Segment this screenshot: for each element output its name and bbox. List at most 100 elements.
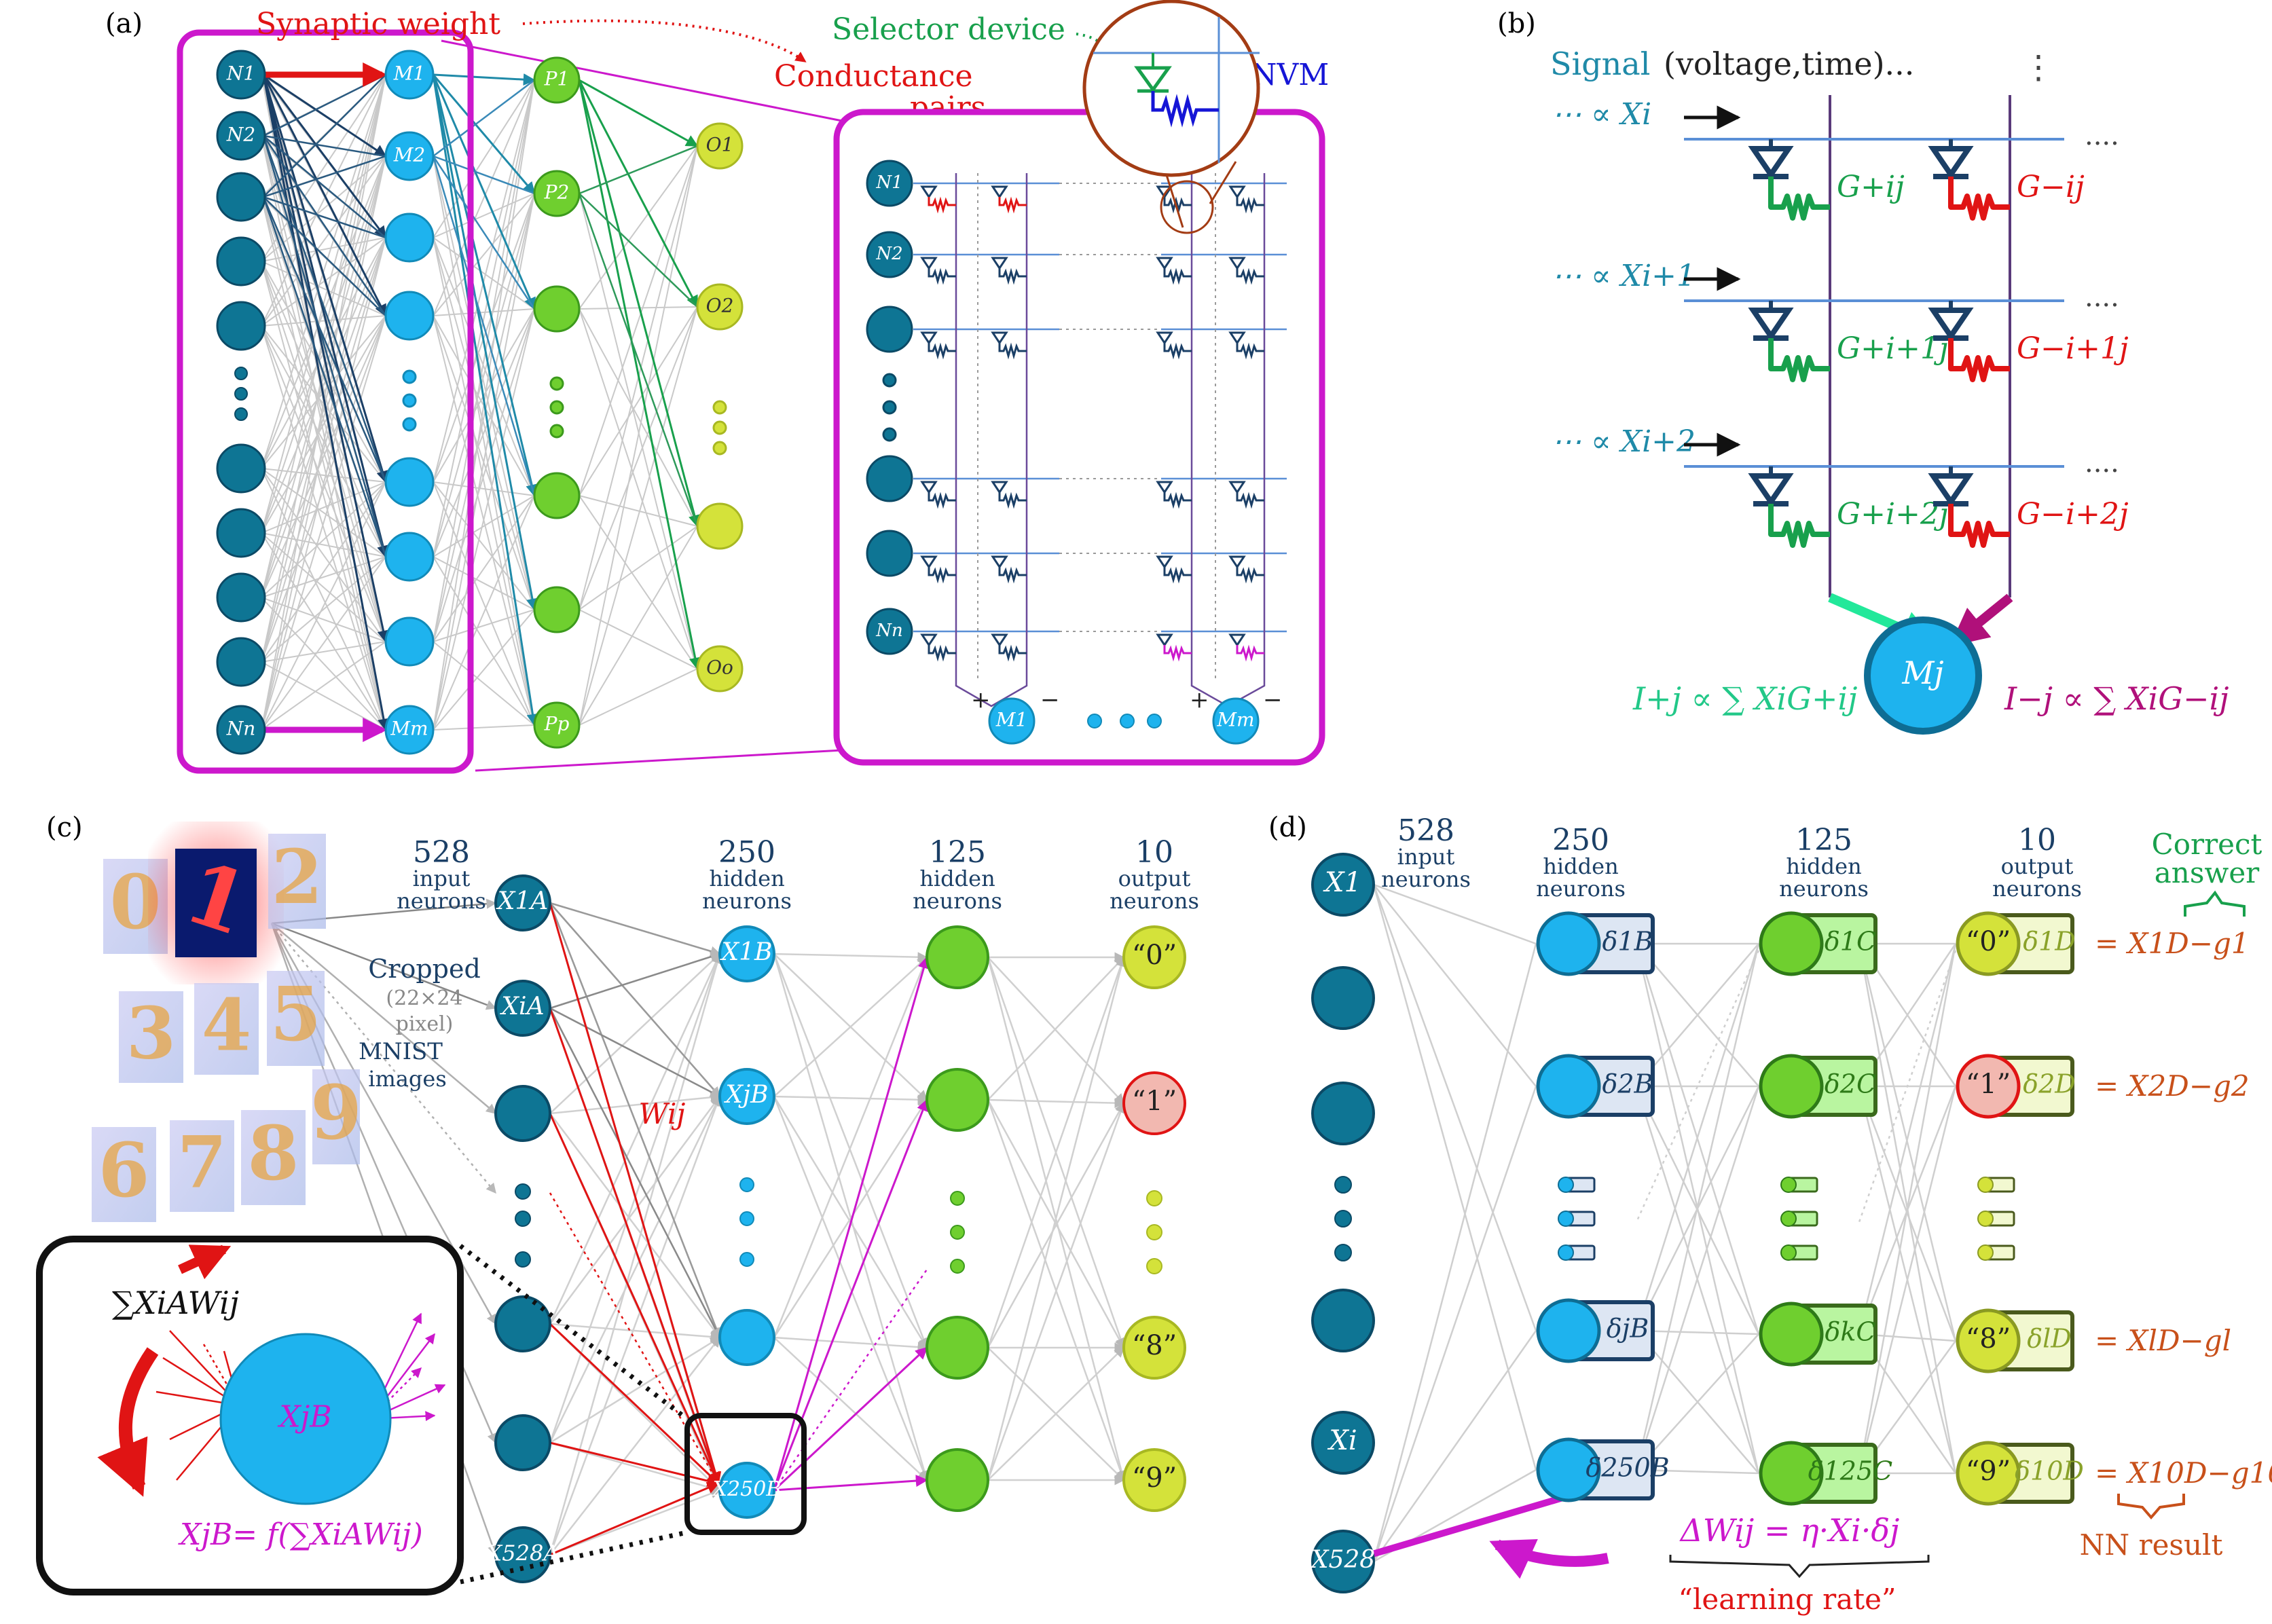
connection-line [773,1337,928,1481]
crossbar-box [833,109,1325,766]
connection-line [262,74,387,317]
hidden-neuron-label: Pp [544,713,570,735]
crossbar-output-label: M1 [995,709,1027,731]
magnifier-circle [1082,0,1260,177]
row-continuation-dots: .... [2085,120,2119,151]
layer-count: 250 [1552,823,1609,857]
connection-line [579,306,698,496]
ellipsis-dot [1146,1224,1162,1240]
delta-c-neuron [1759,911,1824,976]
selector-diode [991,555,1008,569]
mnist-caption: images [368,1066,447,1092]
connection-line [433,724,535,731]
ellipsis-dot [1147,714,1162,728]
connection-line [263,155,386,198]
selector-diode [920,257,938,270]
connection-line [1373,883,1537,945]
input-neuron [1311,1411,1375,1475]
delta-b-neuron [1536,911,1601,976]
image-to-input-line [271,923,497,1114]
nvm-resistor [928,267,956,285]
connection-line [773,1336,928,1352]
crossbar-input-neuron [866,455,913,502]
connection-line [433,79,535,316]
connection-line [773,1094,928,1105]
input-neuron-n [216,172,266,222]
crossbar-input-label: N1 [875,172,902,193]
selector-diode [1748,473,1794,507]
selector-diode [991,633,1008,647]
connection-line [579,609,698,669]
connection-line [263,73,387,158]
crossbar-output-label: Mm [1216,709,1254,731]
hidden-neuron-label: X1B [720,938,773,966]
weight-update-line [1369,1494,1566,1558]
current-minus-equation: I−j ∝ ∑ XiG−ij [2004,680,2229,717]
connection-line [432,155,536,310]
layer-unit: neurons [1110,888,1199,914]
digit-tile [241,1110,306,1205]
output-neuron [1956,1308,2021,1373]
nvm-resistor [1948,338,2010,382]
output-neuron-o [712,441,727,456]
signal-word: Signal [1550,45,1650,82]
delta-b-label: δ250B [1586,1453,1669,1483]
conductance-pairs-label-1: Conductance [774,59,973,94]
connection-line [262,74,387,239]
connection-line [1857,1085,1957,1342]
output-activation-line [773,1475,928,1492]
input-neuron-xa [494,874,551,931]
connection-line [261,661,386,731]
connection-line [1856,1085,1957,1474]
input-neuron-label: X528A [485,1540,560,1566]
connection-line [261,237,386,731]
correct-brace [2184,890,2246,917]
connection-line [261,315,386,598]
nvm-resistor [1948,504,2010,548]
digit-glyph: 5 [270,970,322,1058]
correct-answer-label: Correct [2152,828,2262,861]
nvm-resistor [1163,267,1192,285]
output-neuron-o [696,502,744,550]
connection-line [262,196,387,557]
hidden-neuron-m [384,213,435,263]
nvm-resistor [1236,342,1264,360]
connection-line [579,495,698,669]
hidden-neuron-p [549,424,564,439]
hidden-neuron-p [549,400,564,415]
connection-line [549,1095,722,1555]
delta-c-ellipsis-dot [1780,1244,1797,1261]
connection-line [432,74,538,497]
connection-line [773,953,929,1349]
nvm-resistor [928,342,956,360]
activation-formula: XjB= f(∑XiAWij) [178,1517,423,1552]
connection-line [579,306,698,310]
selector-diode [1156,555,1173,569]
nvm-resistor [928,196,956,214]
output-neuron-label: O2 [706,295,734,317]
delta-d-ellipsis-dot [1977,1177,1994,1193]
selector-diode [1156,481,1173,494]
image-to-input-line [271,923,496,1194]
digit-glyph: 9 [310,1069,362,1156]
connection-line [773,1096,928,1481]
crossbar-input-neuron [866,160,913,207]
delta-c-label: δkC [1825,1317,1876,1347]
layer-unit: neurons [1381,866,1471,892]
crossbar-input-neuron [866,608,913,655]
hidden-neuron-xb [718,925,775,982]
crossbar-input-neuron [882,373,897,388]
input-neuron-xa [494,1085,551,1142]
connection-line [262,135,387,483]
delta-b-neuron [1536,1054,1601,1119]
layer-unit: neurons [1536,876,1626,902]
input-neuron-label: N1 [226,62,255,85]
connection-line [549,1008,721,1339]
connection-line [1634,1085,1760,1474]
weight-wij-line [549,1482,720,1556]
crossbar-output-neuron [1212,697,1260,745]
connection-line [579,495,698,527]
connection-line [549,1092,721,1115]
delta-d-label: δ10D [2015,1456,2084,1486]
ellipsis-dot [1146,1190,1162,1206]
